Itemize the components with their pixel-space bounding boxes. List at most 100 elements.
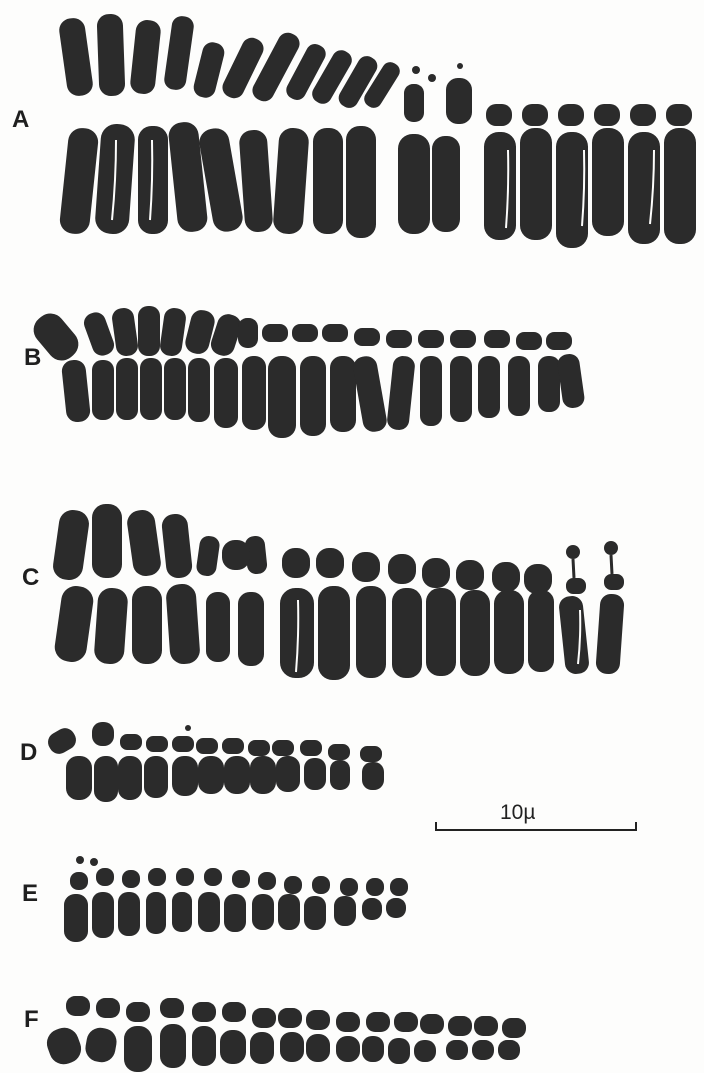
c-chromosome: [316, 548, 344, 578]
d-chromosome: [172, 736, 194, 752]
e-chromosome: [232, 870, 250, 888]
a-chromosome: [404, 84, 424, 122]
c-chromosome: [524, 564, 552, 594]
e-chromosome: [172, 892, 192, 932]
c-chromosome: [426, 588, 456, 676]
a-chromosome: [666, 104, 692, 126]
f-chromosome: [414, 1040, 436, 1062]
e-chromosome: [362, 898, 382, 920]
e-chromosome: [148, 868, 166, 886]
f-chromosome: [250, 1032, 274, 1064]
d-chromosome: [224, 756, 250, 794]
e-chromosome: [96, 868, 114, 886]
f-chromosome: [502, 1018, 526, 1038]
d-chromosome: [276, 756, 300, 792]
c-chromosome: [51, 508, 90, 581]
c-chromosome: [222, 540, 250, 570]
b-chromosome: [111, 307, 139, 358]
a-chromosome: [628, 132, 660, 244]
c-chromosome: [595, 593, 625, 674]
b-chromosome: [81, 310, 117, 359]
c-chromosome: [53, 584, 95, 664]
b-chromosome: [238, 318, 258, 348]
f-chromosome: [366, 1012, 390, 1032]
panel-label-e: E: [22, 882, 38, 906]
d-chromosome: [272, 740, 294, 756]
f-chromosome: [446, 1040, 468, 1060]
b-chromosome: [188, 358, 210, 422]
a-chromosome: [664, 128, 696, 244]
c-chromosome: [161, 513, 194, 579]
b-chromosome: [61, 359, 91, 423]
f-chromosome: [362, 1036, 384, 1062]
e-chromosome: [64, 894, 88, 942]
e-chromosome: [366, 878, 384, 896]
c-chromosome: [356, 586, 386, 678]
d-satellite: [185, 725, 191, 731]
c-chromosome: [528, 590, 554, 672]
a-chromosome: [594, 104, 620, 126]
a-chromosome: [163, 15, 195, 91]
c-chromosome: [604, 574, 624, 590]
b-chromosome: [420, 356, 442, 426]
c-chromosome: [494, 590, 524, 674]
b-chromosome: [330, 356, 356, 432]
a-chromosome: [272, 127, 309, 235]
b-chromosome: [140, 358, 162, 420]
d-chromosome: [250, 756, 276, 794]
b-chromosome: [386, 355, 416, 431]
b-chromosome: [292, 324, 318, 342]
f-chromosome: [43, 1024, 85, 1069]
f-chromosome: [394, 1012, 418, 1032]
f-chromosome: [306, 1010, 330, 1030]
d-chromosome: [304, 758, 326, 790]
a-chromosome: [58, 17, 95, 98]
b-chromosome: [262, 324, 288, 342]
c-satellite: [566, 545, 580, 559]
e-chromosome: [304, 896, 326, 930]
f-chromosome: [126, 1002, 150, 1022]
e-chromosome: [224, 894, 246, 932]
e-chromosome: [278, 894, 300, 930]
c-satellite: [604, 541, 618, 555]
d-chromosome: [44, 724, 79, 757]
a-satellite: [428, 74, 436, 82]
a-chromosome: [97, 14, 126, 97]
f-chromosome: [472, 1040, 494, 1060]
d-chromosome: [146, 736, 168, 752]
b-chromosome: [508, 356, 530, 416]
b-chromosome: [92, 360, 114, 420]
e-chromosome: [312, 876, 330, 894]
a-chromosome: [313, 128, 343, 234]
b-chromosome: [138, 306, 160, 356]
e-chromosome: [284, 876, 302, 894]
panel-label-b: B: [24, 346, 41, 370]
d-chromosome: [144, 756, 168, 798]
b-chromosome: [164, 358, 186, 420]
d-chromosome: [196, 738, 218, 754]
a-satellite: [412, 66, 420, 74]
f-chromosome: [160, 998, 184, 1018]
d-chromosome: [222, 738, 244, 754]
e-chromosome: [204, 868, 222, 886]
f-chromosome: [336, 1036, 360, 1062]
c-satellite-stalk: [573, 555, 612, 578]
f-chromosome: [96, 998, 120, 1018]
d-chromosome: [248, 740, 270, 756]
scale-bar-label: 10µ: [500, 801, 535, 825]
c-chromosome: [388, 554, 416, 584]
d-chromosome: [94, 756, 118, 802]
f-chromosome: [278, 1008, 302, 1028]
c-chromosome: [126, 508, 163, 577]
f-chromosome: [388, 1038, 410, 1064]
f-chromosome: [66, 996, 90, 1016]
f-chromosome: [498, 1040, 520, 1060]
c-chromosome: [165, 583, 201, 665]
f-chromosome: [336, 1012, 360, 1032]
b-chromosome: [556, 353, 585, 410]
a-chromosome: [446, 78, 472, 124]
e-chromosome: [252, 894, 274, 930]
e-chromosome: [70, 872, 88, 890]
a-chromosome: [59, 127, 100, 236]
e-chromosome: [258, 872, 276, 890]
